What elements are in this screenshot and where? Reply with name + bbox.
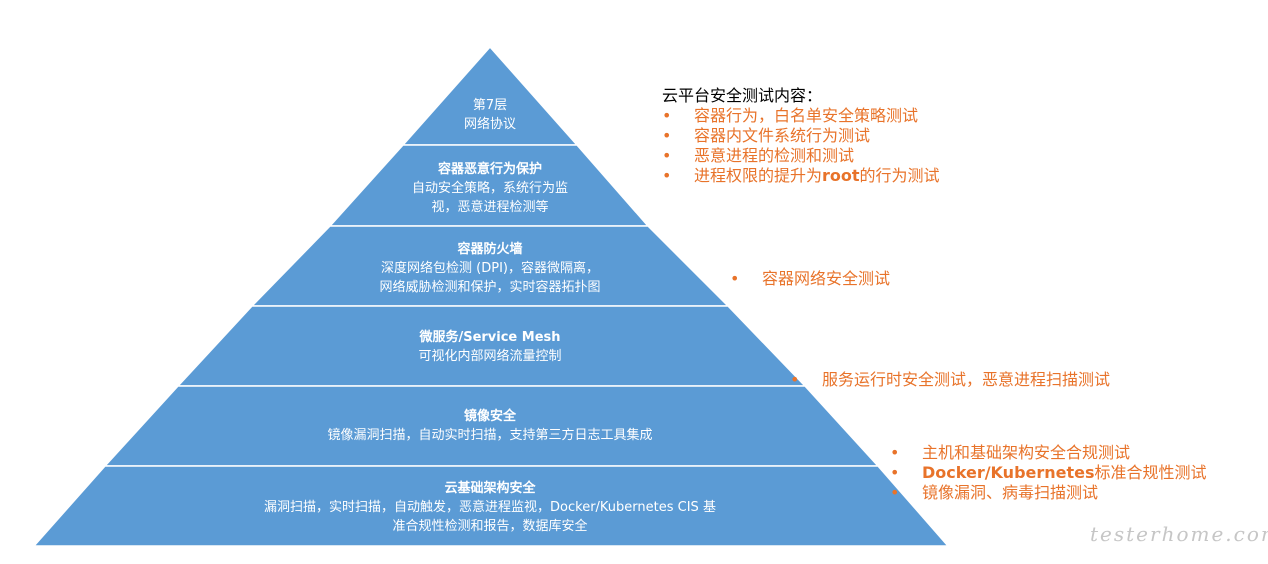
layer-4-title: 微服务/Service Mesh xyxy=(419,330,561,345)
layer-6-desc-line-2: 准合规性检测和报告，数据库安全 xyxy=(392,519,588,534)
list-item: •主机和基础架构安全合规测试 xyxy=(890,443,1131,462)
bullet-icon: • xyxy=(890,443,900,462)
list-item: •Docker/Kubernetes 标准合规性测试 xyxy=(890,463,1207,482)
layer-6-desc-line-1: 漏洞扫描，实时扫描，自动触发，恶意进程监视，Docker/Kubernetes … xyxy=(264,500,716,515)
layer-2-label: 容器恶意行为保护 自动安全策略，系统行为监 视，恶意进程检测等 xyxy=(360,160,620,217)
layer-2-desc-line-2: 视，恶意进程检测等 xyxy=(431,200,549,215)
test-content-group-2: •容器网络安全测试 xyxy=(730,269,890,289)
layer-3-label: 容器防火墙 深度网络包检测 (DPI)，容器微隔离， 网络威胁检测和保护，实时容… xyxy=(300,240,680,297)
layer-5-title: 镜像安全 xyxy=(463,409,516,424)
layer-2-title: 容器恶意行为保护 xyxy=(437,162,542,177)
layer-6-title: 云基础架构安全 xyxy=(444,481,536,496)
layer-1-desc: 网络协议 xyxy=(463,117,516,132)
layer-2-desc-line-1: 自动安全策略，系统行为监 xyxy=(411,181,568,196)
test-content-group-1: 云平台安全测试内容： •容器行为，白名单安全策略测试 •容器内文件系统行为测试 … xyxy=(662,86,940,186)
layer-1-title: 第7层 xyxy=(472,98,508,113)
test-content-heading: 云平台安全测试内容： xyxy=(662,86,823,105)
list-item: •进程权限的提升为 root 的行为测试 xyxy=(662,166,940,185)
bullet-icon: • xyxy=(790,370,800,389)
list-item: •恶意进程的检测和测试 xyxy=(662,146,855,165)
test-content-group-4: •主机和基础架构安全合规测试 •Docker/Kubernetes 标准合规性测… xyxy=(890,443,1207,503)
bullet-icon: • xyxy=(730,269,740,288)
list-item: •镜像漏洞、病毒扫描测试 xyxy=(890,483,1099,502)
layer-3-desc-line-1: 深度网络包检测 (DPI)，容器微隔离， xyxy=(381,261,599,276)
bullet-icon: • xyxy=(662,146,672,165)
bullet-icon: • xyxy=(662,126,672,145)
watermark: testerhome.com xyxy=(1090,522,1268,546)
bullet-icon: • xyxy=(662,106,672,125)
list-item: •容器行为，白名单安全策略测试 xyxy=(662,106,919,125)
layer-3-desc-line-2: 网络威胁检测和保护，实时容器拓扑图 xyxy=(379,280,601,295)
bullet-icon: • xyxy=(890,483,900,502)
layer-5-label: 镜像安全 镜像漏洞扫描，自动实时扫描，支持第三方日志工具集成 xyxy=(200,407,780,445)
bullet-icon: • xyxy=(890,463,900,482)
list-item: •服务运行时安全测试，恶意进程扫描测试 xyxy=(790,370,1111,389)
layer-1-label: 第7层 网络协议 xyxy=(410,96,570,134)
layer-3-title: 容器防火墙 xyxy=(457,242,523,257)
layer-6-label: 云基础架构安全 漏洞扫描，实时扫描，自动触发，恶意进程监视，Docker/Kub… xyxy=(140,479,840,536)
layer-5-desc: 镜像漏洞扫描，自动实时扫描，支持第三方日志工具集成 xyxy=(327,428,653,443)
bullet-icon: • xyxy=(662,166,672,185)
test-content-group-3: •服务运行时安全测试，恶意进程扫描测试 xyxy=(790,370,1110,390)
list-item: •容器网络安全测试 xyxy=(730,269,891,288)
list-item: •容器内文件系统行为测试 xyxy=(662,126,871,145)
layer-4-desc: 可视化内部网络流量控制 xyxy=(418,349,562,364)
layer-4-label: 微服务/Service Mesh 可视化内部网络流量控制 xyxy=(290,328,690,366)
pyramid-layer-6 xyxy=(32,465,950,547)
